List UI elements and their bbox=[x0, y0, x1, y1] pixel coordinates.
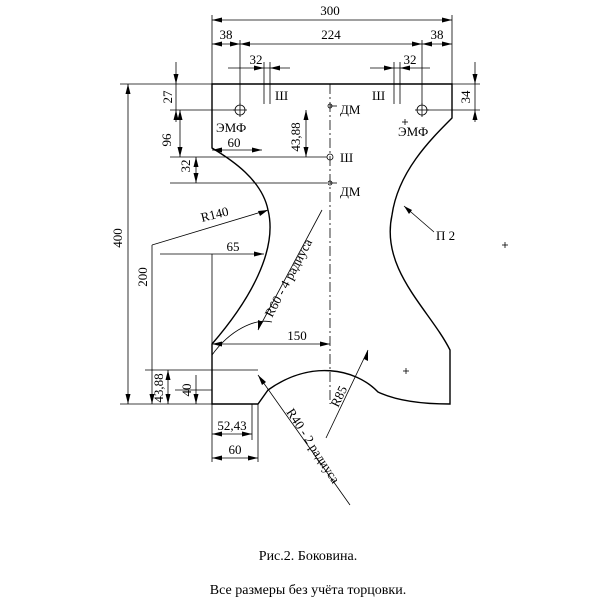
label-radius-140: R140 bbox=[199, 204, 230, 225]
dim-height-40: 40 bbox=[179, 384, 194, 397]
label-p2: П 2 bbox=[436, 228, 455, 243]
label-emf-left: ЭМФ bbox=[216, 120, 246, 135]
label-sh-top-left: Ш bbox=[275, 88, 288, 103]
dim-width-52-43: 52,43 bbox=[217, 418, 246, 433]
dim-width-65: 65 bbox=[227, 239, 240, 254]
hole-left bbox=[233, 103, 247, 117]
dim-overall-width: 300 bbox=[320, 3, 340, 18]
dim-left-edge-offset: 38 bbox=[220, 27, 233, 42]
label-sh-top-right: Ш bbox=[372, 88, 385, 103]
label-radius-60: R60 - 4 радиуса bbox=[261, 236, 315, 319]
dim-top-offset-left: 27 bbox=[160, 90, 175, 104]
slot-right bbox=[393, 86, 401, 104]
hole-right bbox=[415, 103, 429, 117]
inner-arc bbox=[211, 320, 273, 356]
dim-right-edge-offset: 38 bbox=[431, 27, 444, 42]
label-radius-40: R40 - 2 радиуса bbox=[283, 405, 343, 486]
dim-offset-32: 32 bbox=[178, 160, 193, 173]
dim-offset-96: 96 bbox=[159, 133, 174, 147]
dim-width-60-bottom: 60 bbox=[229, 442, 242, 457]
label-emf-right: ЭМФ bbox=[398, 124, 428, 139]
leader-lines bbox=[151, 105, 435, 506]
part-outline bbox=[211, 83, 453, 405]
dim-hole-span: 224 bbox=[321, 27, 341, 42]
label-sh-mid: Ш bbox=[340, 150, 353, 165]
dim-overall-height: 400 bbox=[110, 228, 125, 248]
label-dm-top: ДМ bbox=[340, 102, 361, 117]
figure-caption: Рис.2. Боковина. bbox=[259, 549, 357, 564]
marker-points bbox=[326, 103, 508, 374]
figure-note: Все размеры без учёта торцовки. bbox=[210, 583, 406, 598]
label-radius-85: R85 bbox=[327, 383, 350, 409]
dim-hole-pitch-left: 32 bbox=[250, 52, 263, 67]
dim-height-200: 200 bbox=[135, 267, 150, 287]
dim-depth-43-88-top: 43,88 bbox=[288, 122, 303, 151]
label-dm-mid: ДМ bbox=[340, 184, 361, 199]
dimension-lines bbox=[125, 17, 478, 461]
dim-height-43-88-bottom: 43,88 bbox=[151, 373, 166, 402]
slot-left bbox=[263, 86, 271, 104]
dim-top-offset-right: 34 bbox=[458, 90, 473, 104]
dim-width-150: 150 bbox=[287, 328, 307, 343]
dim-width-60-top: 60 bbox=[228, 135, 241, 150]
dim-hole-pitch-right: 32 bbox=[404, 52, 417, 67]
